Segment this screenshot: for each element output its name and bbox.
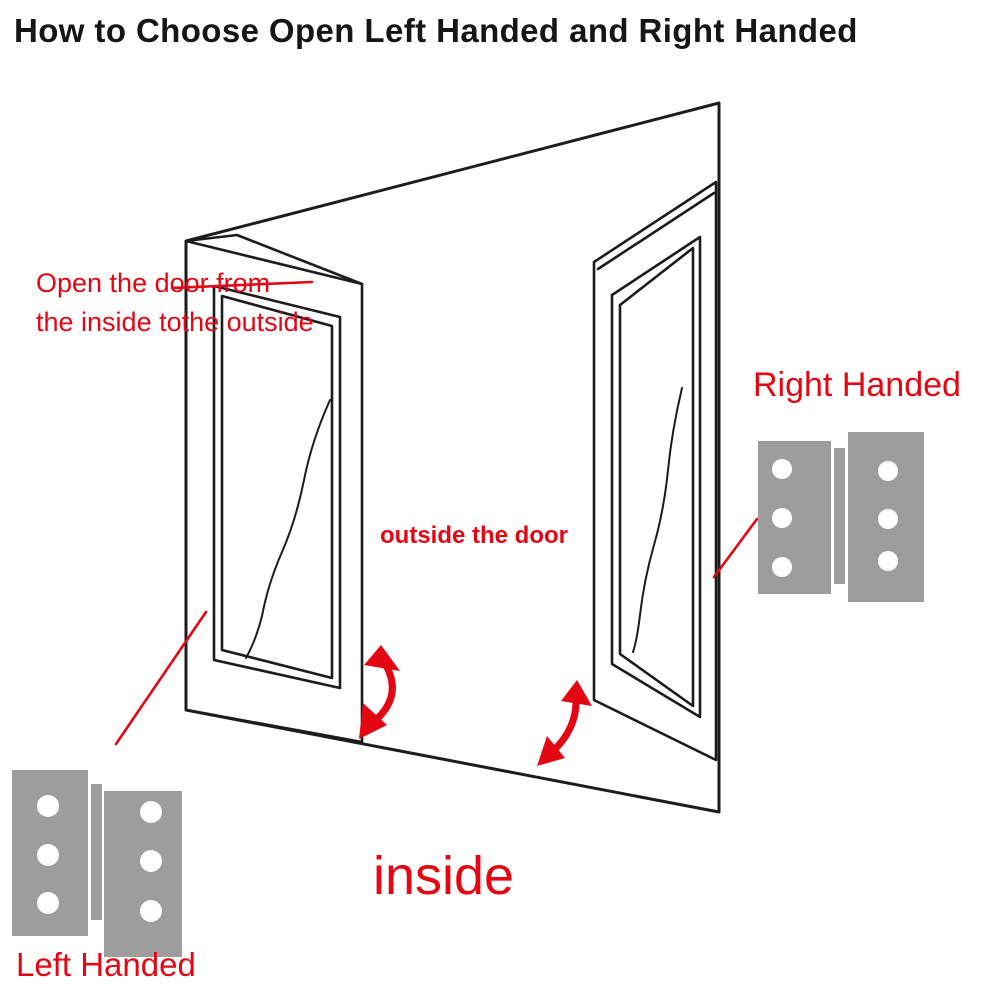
left-door — [184, 233, 364, 744]
annotation-left-handed: Left Handed — [16, 946, 196, 983]
left-swing-arrowhead-bottom — [359, 703, 387, 739]
page-title: How to Choose Open Left Handed and Right… — [14, 12, 858, 49]
leader-open-note-line — [170, 280, 314, 290]
right-door-panel-outer — [610, 235, 702, 719]
left-swing-arrowhead-top — [364, 645, 400, 671]
right-door — [592, 180, 718, 762]
annotation-outside-door: outside the door — [380, 522, 568, 549]
right-door-panel-inner — [618, 246, 695, 708]
frame-outline — [184, 101, 721, 814]
leader-left-hinge-line — [114, 610, 208, 746]
door-frame — [184, 101, 721, 814]
left-door-face — [184, 239, 364, 744]
right-swing-arrowhead-bottom — [537, 736, 565, 766]
annotation-open-note-line2: the inside tothe outside — [36, 307, 314, 337]
leader-lines — [114, 280, 759, 746]
annotation-open-note: Open the door from the inside tothe outs… — [36, 264, 314, 342]
left-door-panel-inner — [220, 294, 334, 680]
right-door-face — [592, 180, 718, 762]
right-hinge-leaf-a — [758, 441, 831, 594]
leader-right-hinge-line — [712, 517, 759, 579]
left-hinge-knuckle — [91, 784, 102, 920]
right-door-glass-squiggle — [632, 387, 683, 653]
left-hinge-screw-holes — [37, 795, 162, 922]
left-door-glass-squiggle — [245, 399, 331, 659]
left-swing-arrow-icon — [372, 658, 396, 724]
annotation-right-handed: Right Handed — [753, 366, 961, 404]
right-swing-arrow-icon — [548, 692, 580, 756]
right-hinge-knuckle — [834, 448, 845, 584]
left-hinge-pair-icon — [12, 770, 182, 957]
left-door-top-edge — [184, 233, 364, 286]
left-door-panel-outer — [212, 284, 342, 690]
right-hinge-pair-icon — [758, 432, 924, 602]
annotation-open-note-line1: Open the door from — [36, 268, 271, 298]
right-swing-arrowhead-top — [561, 680, 592, 706]
swing-arrows — [372, 658, 580, 756]
annotation-inside: inside — [373, 846, 515, 906]
swing-arrowheads — [359, 645, 592, 766]
right-door-top-edge — [596, 191, 716, 271]
right-hinge-screw-holes — [772, 459, 898, 577]
